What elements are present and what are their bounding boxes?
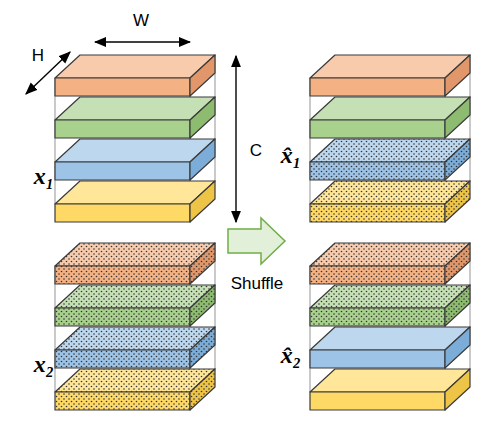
dimension-label: C — [250, 142, 262, 159]
channel-slab — [310, 266, 445, 284]
channel-slab — [190, 327, 215, 368]
channel-slab — [55, 243, 215, 266]
slab-dot-texture — [445, 139, 470, 180]
channel-slab — [55, 120, 190, 138]
slab-dot-texture — [445, 285, 470, 326]
feature-stack — [55, 243, 215, 410]
channel-slab — [55, 350, 190, 368]
dimension-label: Shuffle — [231, 275, 284, 292]
channel-slab — [55, 181, 215, 204]
slab-dot-texture — [55, 392, 190, 410]
channel-slab — [310, 392, 445, 410]
stack-guide-line — [309, 266, 310, 392]
stack-guide-line — [54, 78, 55, 204]
slab-dot-texture — [190, 369, 215, 410]
channel-slab — [310, 369, 470, 392]
slab-dot-texture — [55, 369, 215, 392]
feature-stack — [55, 55, 215, 222]
feature-stack — [310, 243, 470, 410]
tensor-label: x₁ — [34, 164, 54, 188]
channel-slab — [55, 204, 190, 222]
channel-slab — [190, 243, 215, 284]
channel-slab — [310, 327, 470, 350]
channel-slab — [190, 139, 215, 180]
channel-slab — [310, 120, 445, 138]
slab-dot-texture — [55, 350, 190, 368]
channel-slab — [190, 285, 215, 326]
channel-slab — [310, 308, 445, 326]
channel-slab — [445, 327, 470, 368]
tensor-label: x̂₁ — [281, 143, 301, 167]
channel-slab — [55, 55, 215, 78]
slab-dot-texture — [310, 204, 445, 222]
channel-slab — [55, 369, 215, 392]
tensor-label: x̂₂ — [281, 343, 301, 367]
slab-dot-texture — [310, 181, 470, 204]
channel-slab — [445, 181, 470, 222]
channel-slab — [445, 139, 470, 180]
dimension-arrow — [235, 56, 236, 222]
stack-guide-line — [54, 266, 55, 392]
slab-dot-texture — [190, 285, 215, 326]
channel-slab — [55, 78, 190, 96]
stack-guide-line — [309, 78, 310, 204]
slab-dot-texture — [55, 243, 215, 266]
channel-slab — [55, 266, 190, 284]
channel-slab — [310, 139, 470, 162]
slab-dot-texture — [310, 243, 470, 266]
channel-slab — [310, 285, 470, 308]
slab-dot-texture — [55, 327, 215, 350]
slab-dot-texture — [445, 181, 470, 222]
channel-slab — [55, 392, 190, 410]
channel-slab — [310, 162, 445, 180]
channel-slab — [190, 55, 215, 96]
channel-slab — [55, 162, 190, 180]
channel-slab — [310, 97, 470, 120]
channel-slab — [445, 285, 470, 326]
slab-dot-texture — [310, 266, 445, 284]
dimension-arrow — [95, 41, 190, 42]
shuffle-arrow — [228, 218, 285, 264]
channel-slab — [55, 285, 215, 308]
slab-dot-texture — [55, 285, 215, 308]
channel-slab — [190, 97, 215, 138]
channel-slab — [55, 97, 215, 120]
channel-slab — [445, 243, 470, 284]
channel-slab — [310, 350, 445, 368]
channel-slab — [445, 369, 470, 410]
channel-slab — [445, 55, 470, 96]
channel-slab — [310, 181, 470, 204]
channel-slab — [310, 243, 470, 266]
slab-dot-texture — [310, 139, 470, 162]
slab-dot-texture — [55, 266, 190, 284]
channel-slab — [55, 139, 215, 162]
slab-dot-texture — [190, 243, 215, 284]
channel-slab — [190, 369, 215, 410]
slab-dot-texture — [190, 327, 215, 368]
channel-slab — [445, 97, 470, 138]
slab-dot-texture — [55, 308, 190, 326]
channel-slab — [310, 55, 470, 78]
channel-slab — [55, 308, 190, 326]
feature-stack — [310, 55, 470, 222]
tensor-label: x₂ — [34, 352, 54, 376]
slab-dot-texture — [310, 162, 445, 180]
slab-dot-texture — [310, 308, 445, 326]
slab-dot-texture — [445, 243, 470, 284]
channel-slab — [310, 204, 445, 222]
dimension-label: H — [32, 47, 44, 64]
slab-dot-texture — [310, 285, 470, 308]
channel-slab — [55, 327, 215, 350]
channel-slab — [310, 78, 445, 96]
dimension-label: W — [133, 12, 149, 29]
channel-slab — [190, 181, 215, 222]
